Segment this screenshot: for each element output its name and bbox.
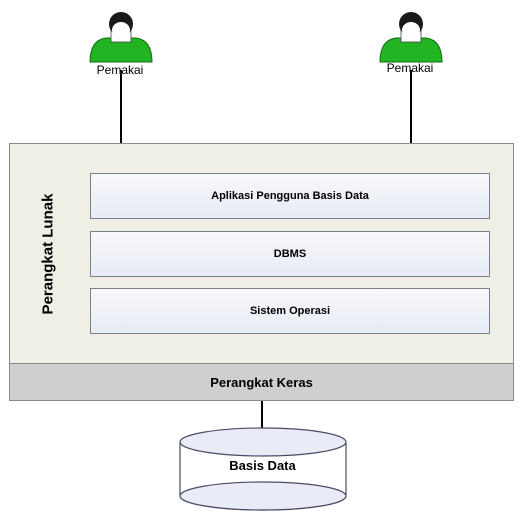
layer-dbms: DBMS [90,231,490,277]
user-icon [89,12,153,63]
software-label: Perangkat Lunak [39,193,57,315]
database-connector [261,401,263,444]
user-label: Pemakai [386,61,434,75]
database-cylinder-icon [179,427,347,511]
user-2-connector [410,70,412,144]
database-label: Basis Data [229,458,296,473]
user-label: Pemakai [96,63,144,77]
user-icon [379,12,443,63]
user-1-connector [120,70,122,144]
hardware-bar: Perangkat Keras [9,363,514,401]
layer-operating-system: Sistem Operasi [90,288,490,334]
layer-application: Aplikasi Pengguna Basis Data [90,173,490,219]
